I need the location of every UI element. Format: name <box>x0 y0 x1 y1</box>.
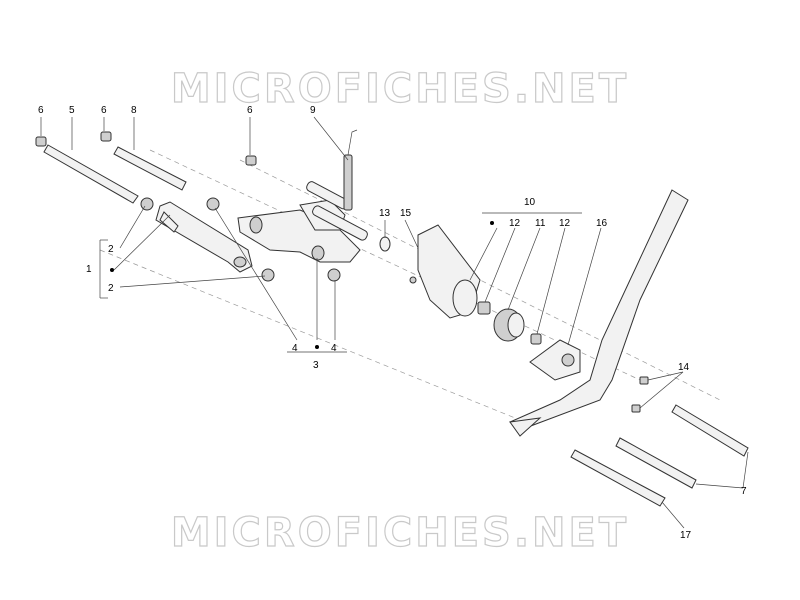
roller-11 <box>493 308 525 342</box>
dot-1 <box>110 268 114 272</box>
label-6-c: 6 <box>247 105 253 116</box>
leader-lines <box>40 116 749 529</box>
watermark-bottom: MICROFICHES.NET <box>170 509 630 556</box>
bolt-7-upper <box>671 404 749 457</box>
bushing-2-top <box>140 197 154 211</box>
label-13: 13 <box>379 208 391 219</box>
label-3: 3 <box>313 360 319 371</box>
label-2-a: 2 <box>108 244 114 255</box>
label-4-b: 4 <box>331 343 337 354</box>
bushing-4-left <box>206 197 220 211</box>
label-4-a: 4 <box>292 343 298 354</box>
label-2-b: 2 <box>108 283 114 294</box>
label-16: 16 <box>596 218 608 229</box>
label-15: 15 <box>400 208 412 219</box>
bracket-10 <box>417 224 481 319</box>
pin-8 <box>113 146 187 191</box>
label-8: 8 <box>131 105 137 116</box>
bushing-4-right <box>327 268 341 282</box>
label-6-a: 6 <box>38 105 44 116</box>
washer-13 <box>379 236 391 252</box>
label-14: 14 <box>678 362 690 373</box>
label-7: 7 <box>741 486 747 497</box>
side-stand <box>509 189 689 437</box>
label-12-b: 12 <box>559 218 571 229</box>
link-assembly-3 <box>237 181 368 263</box>
label-1: 1 <box>86 264 92 275</box>
plate-16 <box>529 339 581 381</box>
dot-3 <box>315 345 319 349</box>
label-5: 5 <box>69 105 75 116</box>
spring-9 <box>343 129 358 211</box>
label-11: 11 <box>535 218 546 229</box>
swing-arm-1 <box>155 201 253 273</box>
bushing-12-right <box>530 333 542 345</box>
nut-6-mid <box>100 131 112 142</box>
assembly-axes <box>99 149 721 421</box>
bolt-17 <box>570 449 666 507</box>
label-6-b: 6 <box>101 105 107 116</box>
bolt-5 <box>43 144 139 204</box>
label-9: 9 <box>310 105 316 116</box>
bolt-7-lower <box>615 437 697 489</box>
watermark-top: MICROFICHES.NET <box>170 65 630 112</box>
nut-6-left <box>35 136 47 147</box>
nut-6-right <box>245 155 257 166</box>
label-12-a: 12 <box>509 218 521 229</box>
label-10: 10 <box>524 197 536 208</box>
bushing-2-bottom <box>261 268 275 282</box>
bushing-12-left <box>477 301 491 315</box>
label-17: 17 <box>680 530 692 541</box>
dot-10 <box>490 221 494 225</box>
